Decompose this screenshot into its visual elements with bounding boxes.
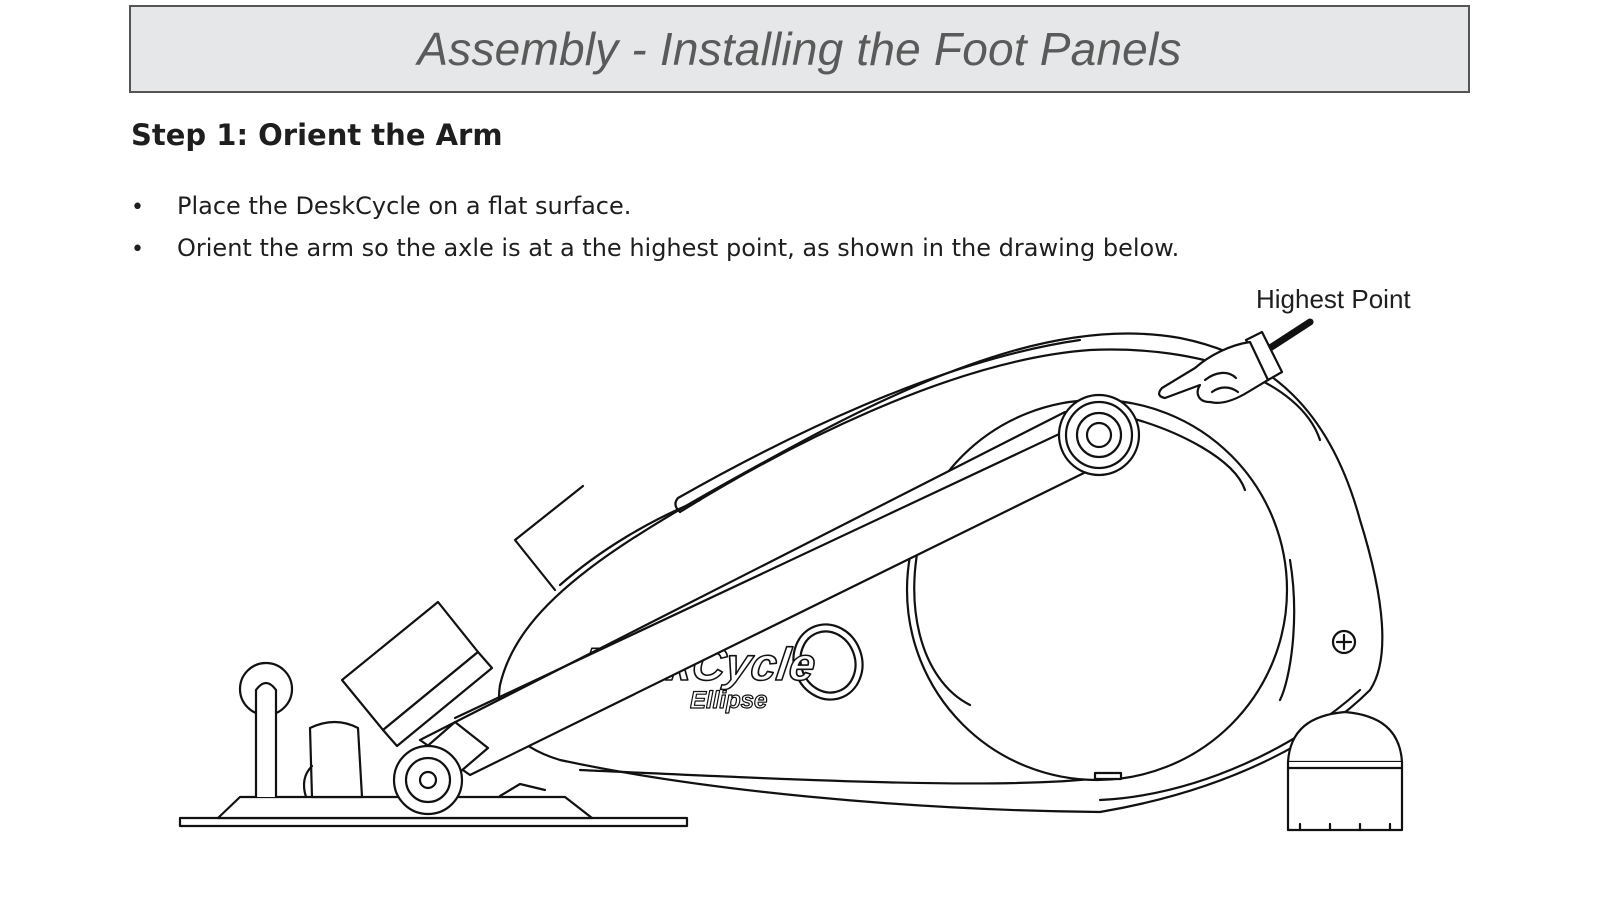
screw-icon bbox=[1331, 629, 1357, 655]
front-wheel bbox=[392, 720, 547, 816]
handle-rod bbox=[513, 484, 585, 592]
bullet-marker: • bbox=[131, 195, 144, 220]
logo-subtext: Ellipse bbox=[690, 687, 767, 714]
highest-point-label: Highest Point bbox=[1256, 284, 1411, 314]
display-box bbox=[340, 600, 494, 748]
bullet-marker: • bbox=[131, 237, 144, 262]
instruction-text: Orient the arm so the axle is at a the h… bbox=[177, 234, 1180, 262]
handle-post bbox=[238, 661, 294, 799]
instruction-list: • Place the DeskCycle on a flat surface.… bbox=[131, 192, 1179, 276]
step-heading: Step 1: Orient the Arm bbox=[131, 118, 503, 152]
list-item: • Orient the arm so the axle is at a the… bbox=[131, 234, 1179, 276]
page-title: Assembly - Installing the Foot Panels bbox=[417, 23, 1182, 75]
base-plate bbox=[178, 795, 689, 828]
axle-icon bbox=[1057, 393, 1141, 477]
list-item: • Place the DeskCycle on a flat surface. bbox=[131, 192, 1179, 234]
page-title-banner: Assembly - Installing the Foot Panels bbox=[129, 5, 1470, 93]
instruction-text: Place the DeskCycle on a flat surface. bbox=[177, 192, 632, 220]
foot-block bbox=[302, 720, 364, 799]
pointing-hand-icon bbox=[1158, 318, 1314, 404]
rear-foot bbox=[1286, 710, 1404, 832]
